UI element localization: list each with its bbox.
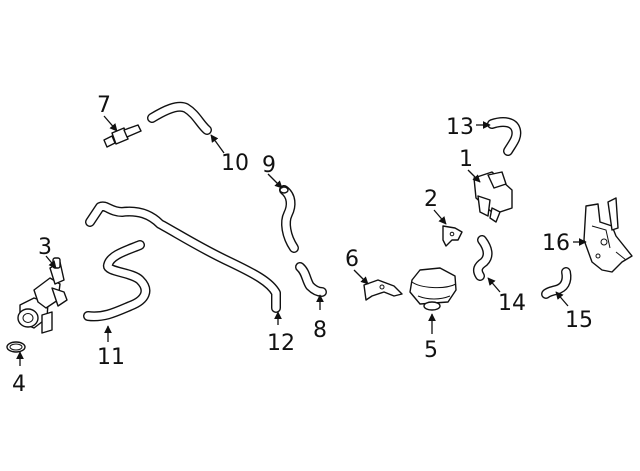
part-6-bracket[interactable] (363, 279, 403, 301)
callout-8: 8 (313, 318, 327, 343)
callout-14: 14 (498, 291, 526, 316)
part-7-valve[interactable] (103, 124, 142, 148)
callout-labels: 7 10 9 8 12 11 3 4 13 1 2 14 6 5 15 16 (12, 93, 593, 397)
part-12-hose[interactable] (85, 201, 281, 313)
callout-11: 11 (97, 345, 125, 370)
callout-12: 12 (267, 331, 295, 356)
callout-leaders (16, 115, 587, 366)
part-9-hose[interactable] (279, 185, 299, 253)
callout-15: 15 (565, 308, 593, 333)
part-2-bracket[interactable] (442, 225, 463, 247)
part-1-solenoid-valve[interactable] (473, 171, 513, 223)
callout-10: 10 (221, 151, 249, 176)
part-10-hose[interactable] (147, 101, 212, 135)
part-16-mounting-bracket[interactable] (583, 197, 633, 273)
part-11-hose[interactable] (83, 240, 151, 322)
callout-1: 1 (459, 147, 473, 172)
part-13-hose[interactable] (487, 117, 522, 156)
leader-2 (433, 209, 447, 225)
part-3-valve-assembly[interactable] (17, 257, 68, 334)
part-8-hose[interactable] (295, 262, 327, 297)
callout-5: 5 (424, 338, 438, 363)
callout-13: 13 (446, 115, 474, 140)
callout-7: 7 (97, 93, 111, 118)
callout-16: 16 (542, 231, 570, 256)
part-4-o-ring[interactable] (6, 341, 26, 353)
part-14-hose[interactable] (472, 235, 493, 281)
leader-10 (210, 134, 225, 154)
leader-3 (45, 255, 57, 269)
leader-9 (267, 173, 283, 189)
callout-6: 6 (345, 247, 359, 272)
part-15-hose[interactable] (541, 267, 572, 299)
leader-1 (467, 169, 481, 183)
leader-7 (103, 115, 118, 132)
part-5-canister[interactable] (409, 267, 457, 311)
leader-15 (555, 291, 569, 307)
callout-9: 9 (262, 153, 276, 178)
callout-3: 3 (38, 235, 52, 260)
callout-4: 4 (12, 372, 26, 397)
callout-2: 2 (424, 187, 438, 212)
leader-14 (487, 277, 501, 293)
leader-6 (353, 269, 369, 285)
